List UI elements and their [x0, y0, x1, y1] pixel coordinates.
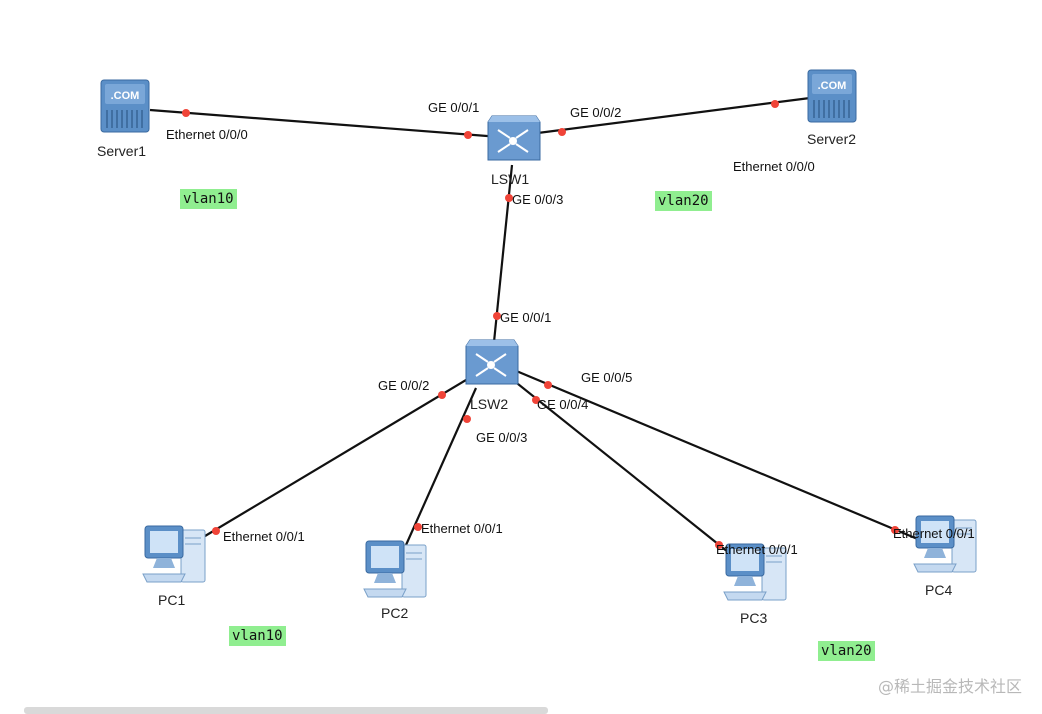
link-server2-lsw1: [529, 96, 811, 136]
device-label-pc4: PC4: [925, 582, 953, 598]
port-dot: [558, 128, 566, 136]
port-dot: [464, 131, 472, 139]
port-dots-layer: [182, 100, 899, 549]
link-lsw2-pc3: [507, 375, 739, 561]
port-dot: [771, 100, 779, 108]
vlan-tag: vlan10: [229, 626, 286, 646]
port-dot: [505, 194, 513, 202]
port-dot: [463, 415, 471, 423]
port-label: Ethernet 0/0/0: [733, 159, 815, 174]
vlan-tag: vlan20: [818, 641, 875, 661]
port-label: GE 0/0/2: [378, 378, 430, 393]
server-com-icon[interactable]: .COM: [806, 68, 860, 126]
port-dot: [493, 312, 501, 320]
port-dot: [438, 391, 446, 399]
watermark: @稀土掘金技术社区: [877, 677, 1022, 696]
port-dot: [414, 523, 422, 531]
port-dot: [182, 109, 190, 117]
device-label-lsw2: LSW2: [470, 396, 509, 412]
pc-icon[interactable]: [362, 537, 430, 601]
device-label-pc1: PC1: [158, 592, 186, 608]
port-label: GE 0/0/2: [570, 105, 622, 120]
pc-icon[interactable]: [141, 522, 209, 586]
device-label-lsw1: LSW1: [491, 171, 530, 187]
port-dot: [891, 526, 899, 534]
port-label: GE 0/0/3: [512, 192, 564, 207]
device-label-server2: Server2: [807, 131, 857, 147]
switch-icon[interactable]: [462, 336, 520, 388]
port-label: Ethernet 0/0/0: [166, 127, 248, 142]
device-label-server1: Server1: [97, 143, 147, 159]
link-lsw2-pc1: [189, 379, 467, 546]
port-label: Ethernet 0/0/1: [421, 521, 503, 536]
port-label: GE 0/0/1: [428, 100, 480, 115]
device-label-pc3: PC3: [740, 610, 768, 626]
port-dot: [532, 396, 540, 404]
port-label: Ethernet 0/0/1: [893, 526, 975, 541]
port-label: Ethernet 0/0/1: [716, 542, 798, 557]
port-label: GE 0/0/1: [500, 310, 552, 325]
horizontal-scrollbar[interactable]: [24, 707, 548, 714]
pc-icon[interactable]: [912, 512, 980, 576]
vlan-tag: vlan10: [180, 189, 237, 209]
port-dot: [715, 541, 723, 549]
link-server1-lsw1: [149, 108, 501, 139]
port-dot: [544, 381, 552, 389]
pc-icon[interactable]: [722, 540, 790, 604]
server-badge: .COM: [111, 90, 140, 102]
link-lsw2-pc4: [513, 368, 921, 542]
port-label: GE 0/0/3: [476, 430, 528, 445]
port-dot: [212, 527, 220, 535]
vlan-tag: vlan20: [655, 191, 712, 211]
server-badge: .COM: [818, 80, 847, 92]
switch-icon[interactable]: [484, 112, 542, 164]
port-label: GE 0/0/5: [581, 370, 633, 385]
port-label: Ethernet 0/0/1: [223, 529, 305, 544]
device-label-pc2: PC2: [381, 605, 409, 621]
port-label: GE 0/0/4: [537, 397, 589, 412]
server-com-icon[interactable]: .COM: [99, 78, 153, 136]
link-lsw2-pc2: [404, 387, 478, 546]
